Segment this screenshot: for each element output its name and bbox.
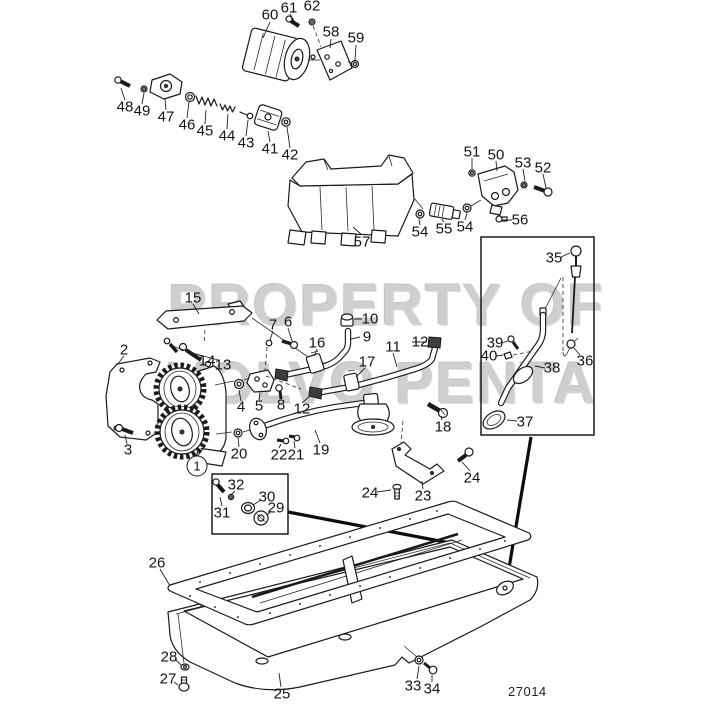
flange-5 [246, 369, 275, 393]
valve-piston-41 [253, 104, 283, 131]
bolt-3 [114, 423, 134, 435]
washer-54-right [462, 199, 482, 213]
bolt-21 [288, 434, 301, 442]
bolt-14 [163, 337, 179, 354]
connector-16 [305, 350, 325, 374]
bolt-52 [533, 185, 553, 197]
inset-pointer-line-dipstick [504, 436, 533, 587]
oil-filter-60 [241, 27, 320, 82]
bolt-24-right [456, 447, 474, 463]
bracket-15 [156, 300, 309, 358]
gasket-26 [167, 500, 532, 626]
washer-33 [414, 655, 424, 665]
ring-42 [281, 117, 291, 127]
nut-62 [308, 18, 322, 48]
housing-57 [287, 154, 424, 247]
clamp-17 [343, 369, 360, 392]
spring-44 [219, 103, 236, 113]
cover-47 [149, 73, 183, 100]
pipe-11 [308, 336, 442, 400]
assembly-dash-lines [264, 346, 302, 390]
bolt-48 [114, 76, 131, 88]
nut-59 [350, 59, 360, 69]
bolt-24-left [392, 483, 402, 500]
bolt-8 [275, 384, 283, 400]
washer-4 [233, 378, 245, 390]
oil-pump-1 [153, 360, 251, 467]
nipple-55 [428, 202, 461, 220]
washer-54-left [415, 209, 425, 219]
dipstick-inset-box [480, 236, 595, 436]
spring-45 [195, 95, 218, 107]
bolt-61 [285, 15, 301, 28]
washer-20 [233, 428, 243, 438]
bolt-22 [276, 437, 290, 445]
washer-53 [520, 181, 528, 189]
plug-56 [495, 215, 508, 223]
bracket-50 [477, 165, 519, 216]
leader-lines [116, 13, 581, 688]
ring-46 [184, 91, 196, 103]
drain-plug-27 [178, 676, 190, 692]
bolt-18 [426, 402, 449, 419]
bracket-23 [391, 420, 445, 485]
pipe-9 [274, 313, 354, 382]
bolt-6 [281, 339, 299, 350]
plate-2 [105, 357, 161, 441]
filter-console-58 [310, 40, 354, 81]
drain-plug-inset-box [211, 473, 289, 535]
washer-49 [140, 85, 148, 93]
nut-51 [468, 169, 476, 177]
gasket-bolt-holes [189, 510, 506, 618]
washer-28 [180, 663, 190, 671]
suction-pipe-19 [248, 392, 395, 441]
plug-34 [423, 661, 438, 675]
washer-7 [265, 339, 273, 347]
drawing-number: 27014 [508, 684, 547, 699]
pin-43 [239, 111, 254, 120]
